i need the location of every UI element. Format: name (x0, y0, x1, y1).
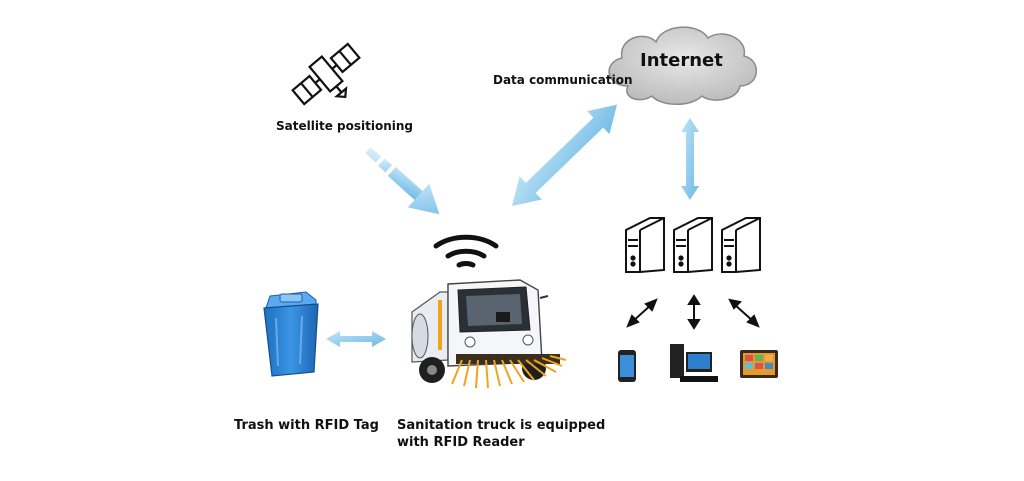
truck-label-line1: Sanitation truck is equipped (397, 418, 606, 433)
tablet-icon (740, 350, 778, 378)
trash-bin-icon (263, 291, 319, 377)
satellite-icon (291, 42, 361, 106)
satellite-label: Satellite positioning (276, 119, 413, 133)
wifi-signal-icon (433, 234, 499, 268)
bin-truck-arrow (326, 331, 386, 347)
internet-server-arrow (681, 118, 699, 200)
data-communication-label: Data communication (493, 73, 633, 87)
computer-icon (670, 344, 718, 382)
data-communication-arrow (512, 104, 618, 206)
trash-label: Trash with RFID Tag (234, 418, 379, 433)
cloud-icon (608, 26, 758, 105)
server-icon (625, 217, 761, 273)
phone-icon (618, 350, 636, 382)
truck-label-line2: with RFID Reader (397, 435, 525, 450)
server-device-arrows (626, 294, 760, 330)
internet-label: Internet (640, 50, 723, 71)
sanitation-truck-icon (411, 279, 567, 389)
satellite-down-arrow (365, 147, 440, 215)
